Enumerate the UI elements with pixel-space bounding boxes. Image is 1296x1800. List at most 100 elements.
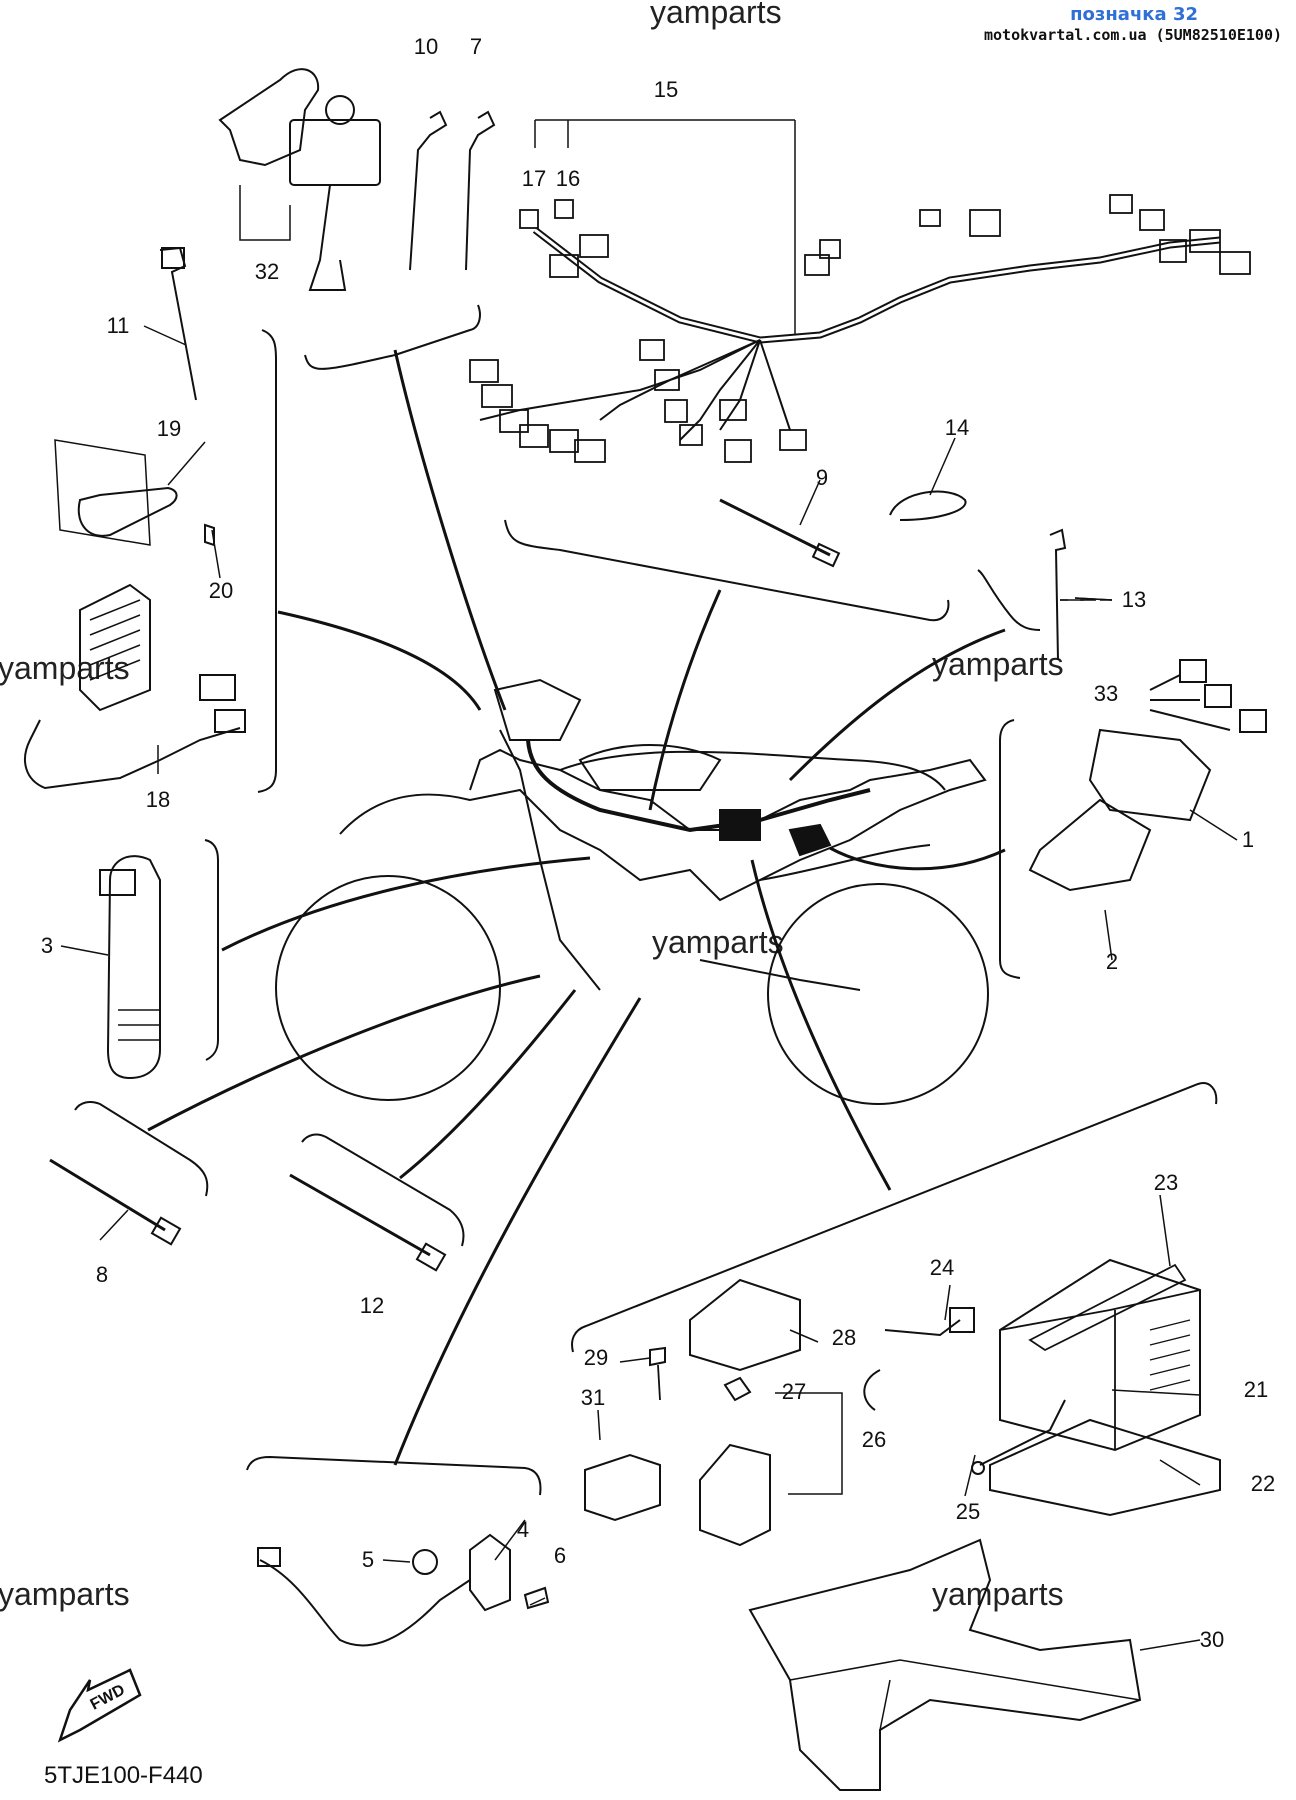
part-label-26: 26 — [861, 1427, 887, 1452]
leader-curve — [750, 859, 892, 1191]
watermark: yamparts — [932, 1576, 1064, 1612]
leader-curve — [277, 610, 482, 711]
part-4-wire — [259, 1559, 471, 1647]
part-19-strap — [77, 486, 178, 537]
part-label-25: 25 — [955, 1499, 981, 1524]
front-fork — [499, 729, 601, 991]
part-label-10: 10 — [413, 34, 439, 59]
reference-label: позначка 32 — [1070, 4, 1198, 25]
part-33-cable — [1149, 674, 1231, 731]
part-14-lead — [889, 490, 967, 521]
bracket-left — [257, 329, 277, 793]
part-label-32: 32 — [254, 259, 280, 284]
part-8-tie — [49, 1158, 166, 1232]
part-7-tie — [465, 110, 496, 271]
leader-curve — [648, 589, 722, 811]
site-label: motokvartal.com.ua (5UM82510E100) — [983, 26, 1282, 44]
fuel-tank — [578, 744, 722, 791]
part-29-bolt — [649, 1346, 666, 1367]
headlight-cowl — [493, 678, 582, 741]
part-label-11: 11 — [106, 313, 130, 338]
rear-fender — [559, 750, 946, 791]
part-5-oring — [412, 1549, 438, 1575]
part-6-bolt — [523, 1586, 550, 1610]
part-21-battery — [999, 1258, 1201, 1452]
leader-curve — [393, 349, 507, 711]
part-label-19: 19 — [156, 416, 182, 441]
part-label-21: 21 — [1243, 1377, 1269, 1402]
watermark: yamparts — [0, 650, 130, 686]
part-9-tie — [719, 498, 831, 557]
diagram-code: 5TJE100-F440 — [44, 1762, 203, 1789]
part-11-tie — [159, 246, 197, 401]
part-label-15: 15 — [653, 77, 679, 102]
fwd-arrow — [57, 1668, 142, 1743]
part-32-bracket — [218, 68, 320, 167]
part-label-9: 9 — [815, 465, 829, 490]
part-label-6: 6 — [553, 1543, 567, 1568]
bracket-harness — [504, 519, 950, 622]
part-31-coupler — [584, 1453, 661, 1522]
part-label-20: 20 — [208, 578, 234, 603]
bracket-top-left — [304, 304, 481, 370]
exhaust — [759, 844, 931, 881]
part-label-28: 28 — [831, 1325, 857, 1350]
harness-on-bike — [526, 739, 871, 833]
part-18-regulator — [79, 583, 151, 712]
part-label-13: 13 — [1121, 587, 1147, 612]
part-18-wire — [24, 719, 241, 790]
part-label-31: 31 — [580, 1385, 606, 1410]
part-15-connectors — [469, 194, 1251, 463]
leader-curve — [393, 997, 642, 1466]
part-label-23: 23 — [1153, 1170, 1179, 1195]
part-22-plate — [989, 1418, 1221, 1517]
part-label-14: 14 — [944, 415, 970, 440]
bracket-4 — [246, 1455, 542, 1496]
watermark: yamparts — [0, 1576, 130, 1612]
part-label-17: 17 — [521, 166, 547, 191]
part-3-coil — [106, 855, 161, 1080]
part-label-1: 1 — [1241, 827, 1255, 852]
rear-wheel — [767, 883, 989, 1105]
part-2-cover — [1028, 798, 1152, 892]
part-label-22: 22 — [1250, 1471, 1276, 1496]
part-24-lead — [863, 1319, 961, 1411]
bracket-13 — [977, 569, 1041, 631]
part-label-30: 30 — [1199, 1627, 1225, 1652]
leader-curve — [829, 846, 1006, 871]
bracket-battery — [571, 1082, 1218, 1353]
front-wheel — [275, 875, 501, 1101]
part-10-tie — [409, 110, 448, 271]
part-30-box — [748, 1538, 1142, 1791]
part-label-18: 18 — [145, 787, 171, 812]
part-label-12: 12 — [359, 1293, 385, 1318]
part-label-16: 16 — [555, 166, 581, 191]
swingarm — [699, 959, 861, 991]
watermark: yamparts — [652, 924, 784, 960]
part-label-4: 4 — [516, 1517, 530, 1542]
part-label-5: 5 — [361, 1547, 375, 1572]
leader-curve — [221, 856, 591, 952]
part-label-2: 2 — [1105, 949, 1119, 974]
bracket-26 — [775, 1392, 843, 1495]
part-label-24: 24 — [929, 1255, 955, 1280]
part-label-29: 29 — [583, 1345, 609, 1370]
leader-curve — [399, 989, 577, 1180]
bracket-3 — [204, 839, 219, 1061]
leader-curve — [788, 628, 1006, 782]
cdi-box-on-bike — [719, 809, 761, 841]
part-23-band — [1028, 1263, 1187, 1352]
bracket-32 — [239, 185, 291, 241]
bracket-15 — [534, 119, 796, 335]
part-15-harness — [532, 227, 1221, 344]
part-1-unit — [1088, 728, 1212, 822]
part-32-box — [289, 119, 381, 186]
bracket-right — [999, 719, 1021, 979]
part-label-3: 3 — [40, 933, 54, 958]
part-label-8: 8 — [95, 1262, 109, 1287]
part-label-7: 7 — [469, 34, 483, 59]
part-26-relay — [699, 1443, 771, 1547]
part-20-bolt — [204, 523, 215, 547]
bracket-12 — [301, 1133, 465, 1247]
